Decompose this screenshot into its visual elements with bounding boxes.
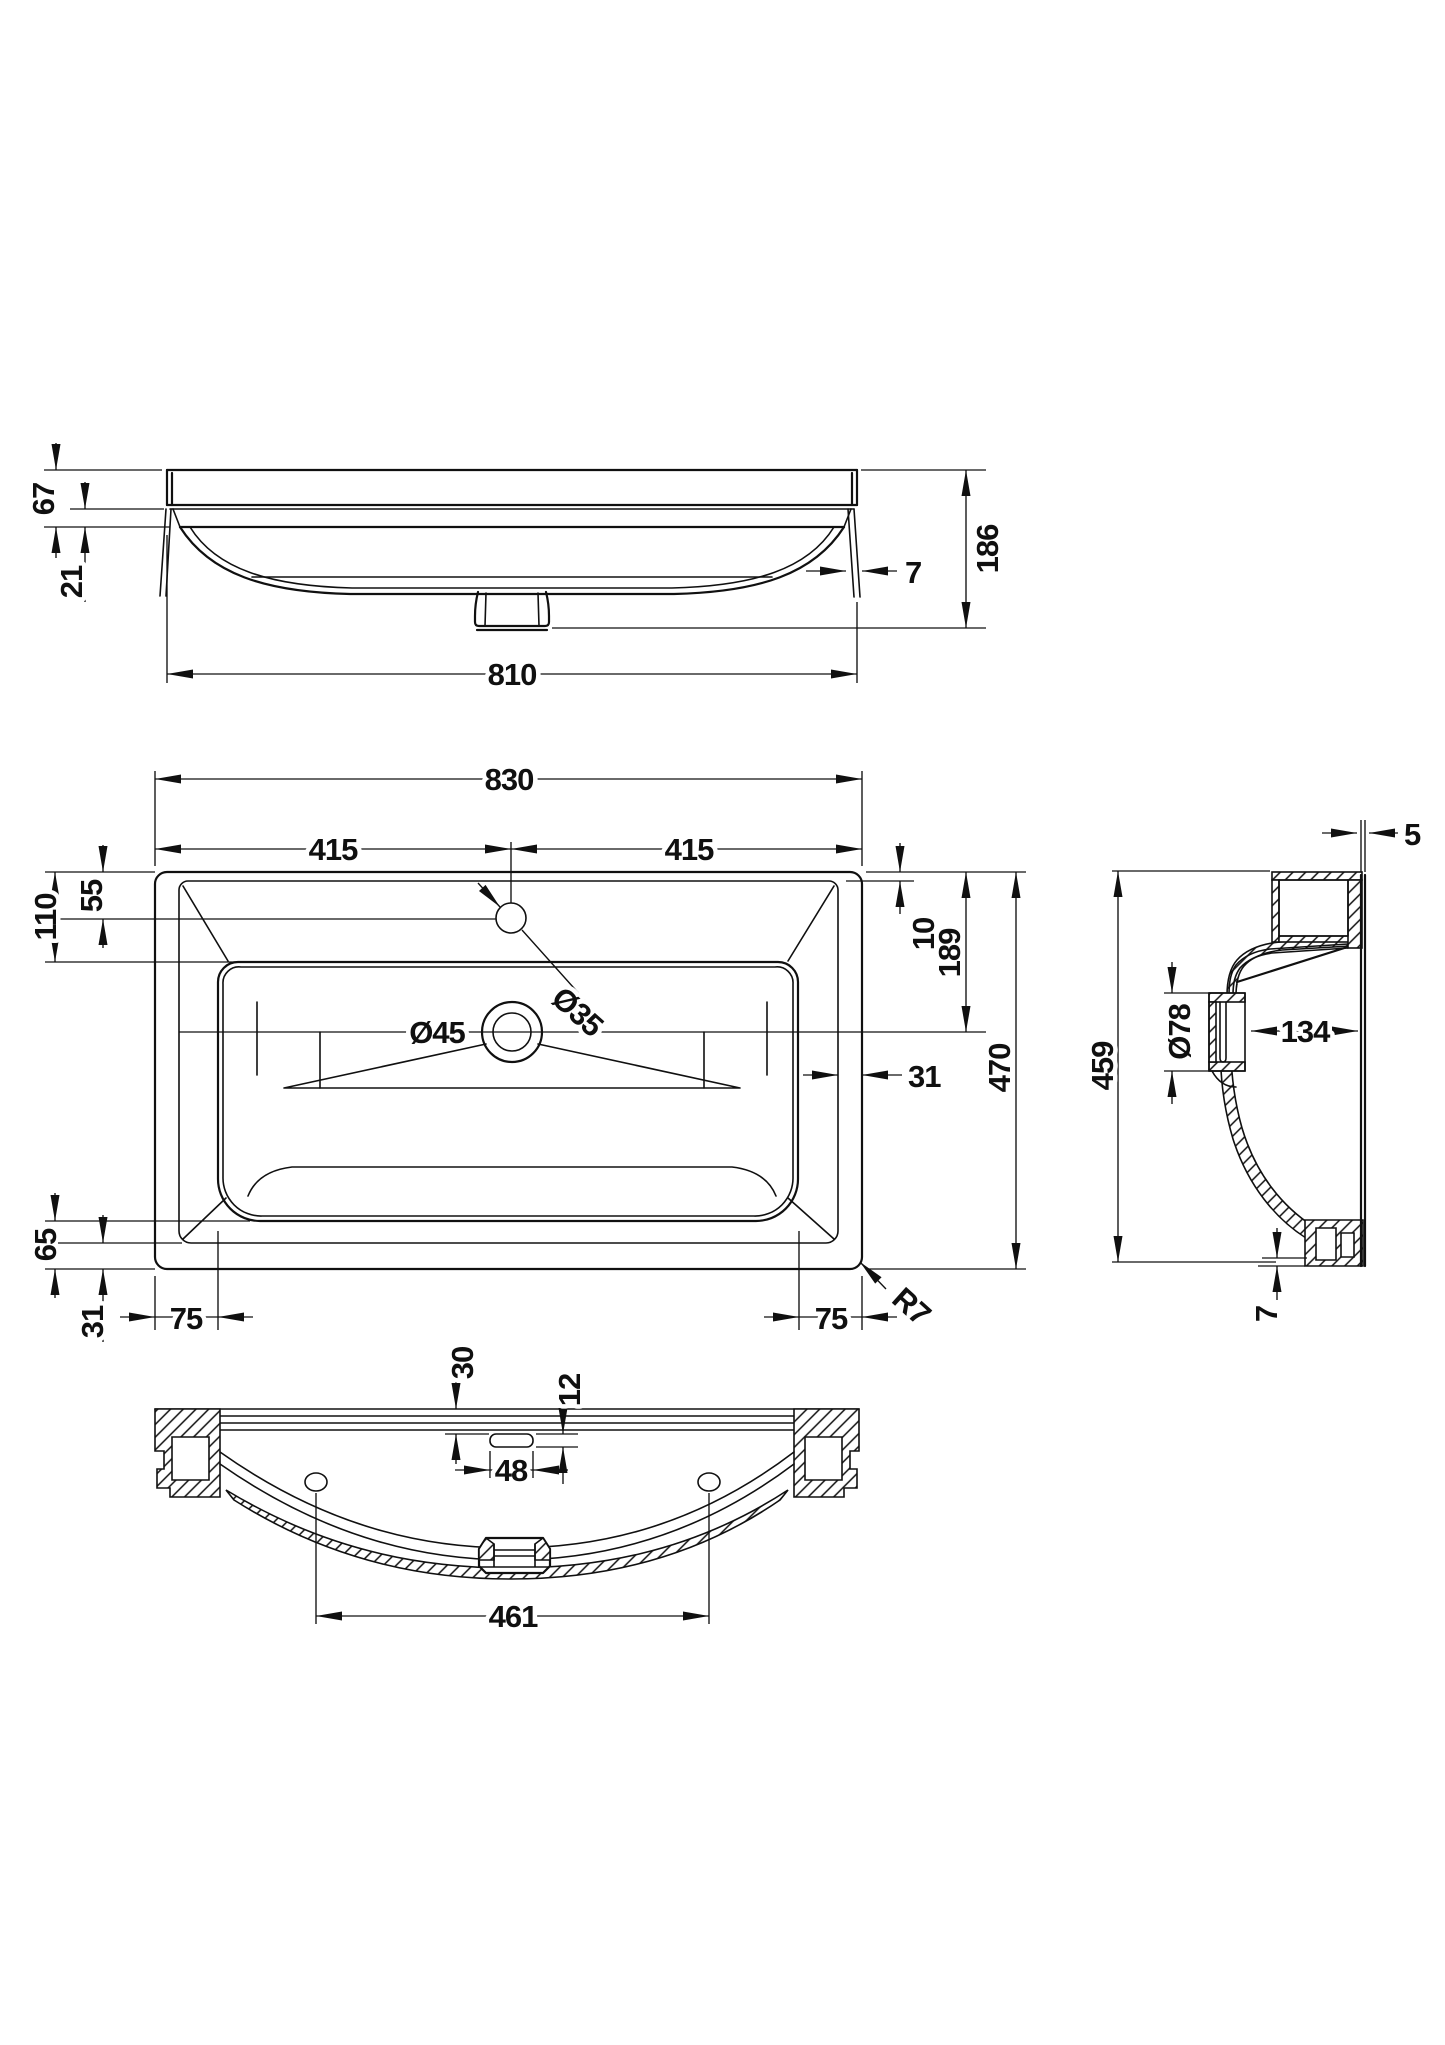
fixing-hole-left [304,1472,328,1492]
dim-side-overall-height: 459 [1085,1041,1120,1090]
dim-underside-slot-width: 48 [495,1453,528,1488]
plan-view: 830 415 415 55 110 10 189 [24,758,1026,1343]
front-elevation-view: 67 21 810 7 186 [22,443,1010,697]
dim-side-bowl-to-back: 134 [1281,1014,1331,1049]
dim-underside-slot-setback: 30 [445,1347,480,1379]
dim-plan-rim-side-width: 31 [908,1059,941,1094]
side-dimensions: 5 459 Ø78 134 7 [1081,813,1427,1327]
dim-side-waste-boss-diameter: Ø78 [1162,1003,1197,1059]
dim-plan-bowl-side-left: 75 [170,1301,203,1336]
dim-plan-rim-bottom-width: 31 [75,1305,110,1338]
dim-front-basin-width: 810 [488,657,537,692]
plan-dimensions: 830 415 415 55 110 10 189 [24,758,1026,1343]
dim-front-wall-thickness: 7 [905,555,921,590]
fixing-hole-right [697,1472,721,1492]
plan-basin-outline [153,870,864,1271]
dim-plan-overall-depth: 470 [982,1044,1017,1093]
dim-plan-corner-radius: R7 [886,1281,937,1332]
side-section-geometry [1208,871,1367,1268]
dim-plan-rim-top-width: 10 [906,918,941,950]
underside-view: 30 12 48 461 [154,1342,860,1639]
tap-hole-circle [495,902,527,934]
dim-plan-bowl-back-setback: 65 [28,1228,63,1261]
dim-plan-tap-centre-right: 415 [665,832,714,867]
side-section-view: 5 459 Ø78 134 7 [1081,813,1427,1327]
underside-dimensions: 30 12 48 461 [315,1342,710,1639]
waste-hole-circles [179,1000,986,1064]
dim-front-rim-height: 67 [26,483,61,515]
dim-plan-tap-hole-diameter: Ø35 [545,980,610,1044]
dim-plan-waste-setback: 189 [932,928,967,977]
underside-geometry [154,1408,860,1580]
dim-plan-bowl-side-right: 75 [815,1301,848,1336]
dim-front-overall-height: 186 [970,524,1005,573]
dim-plan-tap-setback: 55 [74,879,109,912]
dim-front-apron-height: 21 [54,565,89,598]
dim-plan-overall-width: 830 [485,762,534,797]
dim-side-base-step: 7 [1249,1306,1284,1322]
dim-side-back-lip: 5 [1404,817,1421,852]
overflow-slot [489,1433,534,1448]
dim-plan-tap-centre-left: 415 [309,832,358,867]
dim-plan-waste-hole-diameter: Ø45 [409,1015,465,1050]
front-basin-outline [159,468,861,632]
dim-underside-fixing-centres: 461 [489,1599,538,1634]
dim-plan-bowl-front-setback: 110 [28,893,63,940]
dim-underside-slot-height: 12 [552,1374,587,1406]
front-dimensions: 67 21 810 7 186 [22,443,1010,697]
